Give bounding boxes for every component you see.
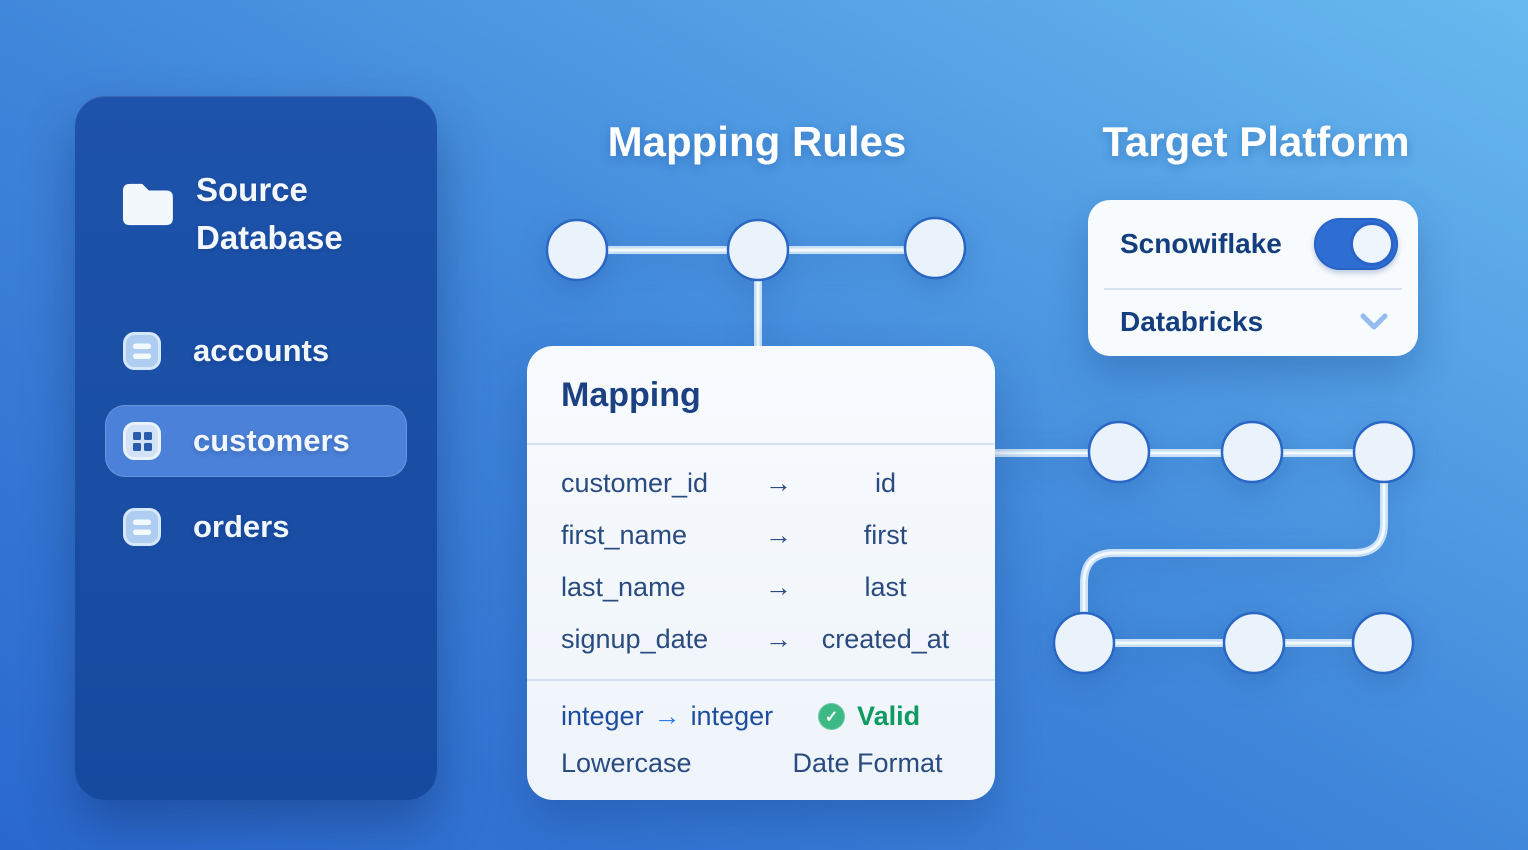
divider — [1104, 288, 1402, 290]
mapping-card: Mapping customer_id → id first_name → fi… — [527, 346, 995, 800]
sidebar-item-label: orders — [193, 509, 290, 544]
sidebar-item-label: customers — [193, 423, 350, 458]
mapping-row: customer_id → id — [561, 457, 965, 509]
target-field: first — [863, 519, 908, 550]
arrow-icon: → — [765, 519, 792, 550]
divider — [527, 443, 995, 445]
arrow-icon: → — [765, 571, 792, 602]
divider — [527, 679, 995, 681]
node-circle — [1220, 420, 1284, 484]
source-field: last_name — [561, 571, 686, 602]
mapping-rules-heading: Mapping Rules — [607, 118, 907, 165]
validation-status: ✓ Valid — [773, 701, 965, 732]
target-field: created_at — [821, 623, 950, 654]
pipeline-node-graph — [995, 420, 1416, 675]
table-rows-icon — [123, 332, 161, 370]
sidebar-title: Source Database — [196, 171, 343, 256]
sidebar-item-label: accounts — [193, 333, 330, 368]
valid-check-icon: ✓ — [818, 703, 846, 730]
node-circle — [1352, 420, 1416, 484]
mapping-row: signup_date → created_at — [561, 613, 965, 665]
databricks-label: Databricks — [1120, 306, 1264, 337]
footer-row: Lowercase Date Format — [561, 740, 965, 787]
table-rows-icon — [123, 508, 161, 546]
toggle-knob — [1350, 222, 1394, 266]
rule-lowercase: Lowercase — [561, 748, 692, 778]
mapping-card-title: Mapping — [561, 376, 701, 414]
databricks-option-row[interactable]: Databricks — [1088, 288, 1418, 356]
source-field: customer_id — [561, 467, 709, 498]
arrow-icon: → — [653, 701, 681, 731]
snowflake-option-row[interactable]: Scnowiflake — [1088, 200, 1418, 288]
target-field: id — [874, 467, 896, 498]
target-platform-heading: Target Platform — [1102, 118, 1410, 165]
node-circle — [1052, 611, 1116, 675]
source-database-panel: Source Database accounts customers — [75, 96, 437, 800]
sidebar-item-orders[interactable]: orders — [105, 491, 407, 563]
node-circle — [1087, 420, 1151, 484]
arrow-icon: → — [765, 623, 792, 654]
source-field: first_name — [561, 519, 688, 550]
node-circle — [1351, 611, 1415, 675]
node-circle — [726, 218, 790, 282]
sidebar-header: Source Database — [119, 166, 401, 262]
target-platform-card: Scnowiflake Databricks — [1088, 200, 1418, 356]
target-field: last — [864, 571, 907, 602]
type-mapping: integer → integer — [561, 701, 773, 732]
chevron-down-icon[interactable] — [1358, 312, 1390, 332]
mapping-footer: integer → integer ✓ Valid Lowercase Date… — [561, 680, 965, 787]
table-grid-icon — [123, 422, 161, 460]
mapping-rows: customer_id → id first_name → first last… — [561, 444, 965, 665]
mapping-row: first_name → first — [561, 509, 965, 561]
footer-row: integer → integer ✓ Valid — [561, 693, 965, 740]
mapping-rules-node-strip — [545, 216, 967, 350]
folder-icon — [122, 183, 173, 226]
type-source: integer — [561, 701, 644, 731]
type-target: integer — [690, 701, 774, 731]
rule-date-format: Date Format — [792, 748, 943, 778]
node-circle — [1222, 611, 1286, 675]
mapping-row: last_name → last — [561, 561, 965, 613]
sidebar-item-accounts[interactable]: accounts — [105, 315, 407, 387]
status-label: Valid — [857, 701, 921, 731]
node-circle — [903, 216, 967, 280]
arrow-icon: → — [765, 467, 792, 498]
node-circle — [545, 218, 609, 282]
snowflake-label: Scnowiflake — [1120, 228, 1282, 259]
source-field: signup_date — [561, 623, 709, 654]
sidebar-item-customers[interactable]: customers — [105, 405, 407, 477]
snowflake-toggle[interactable] — [1314, 218, 1398, 270]
